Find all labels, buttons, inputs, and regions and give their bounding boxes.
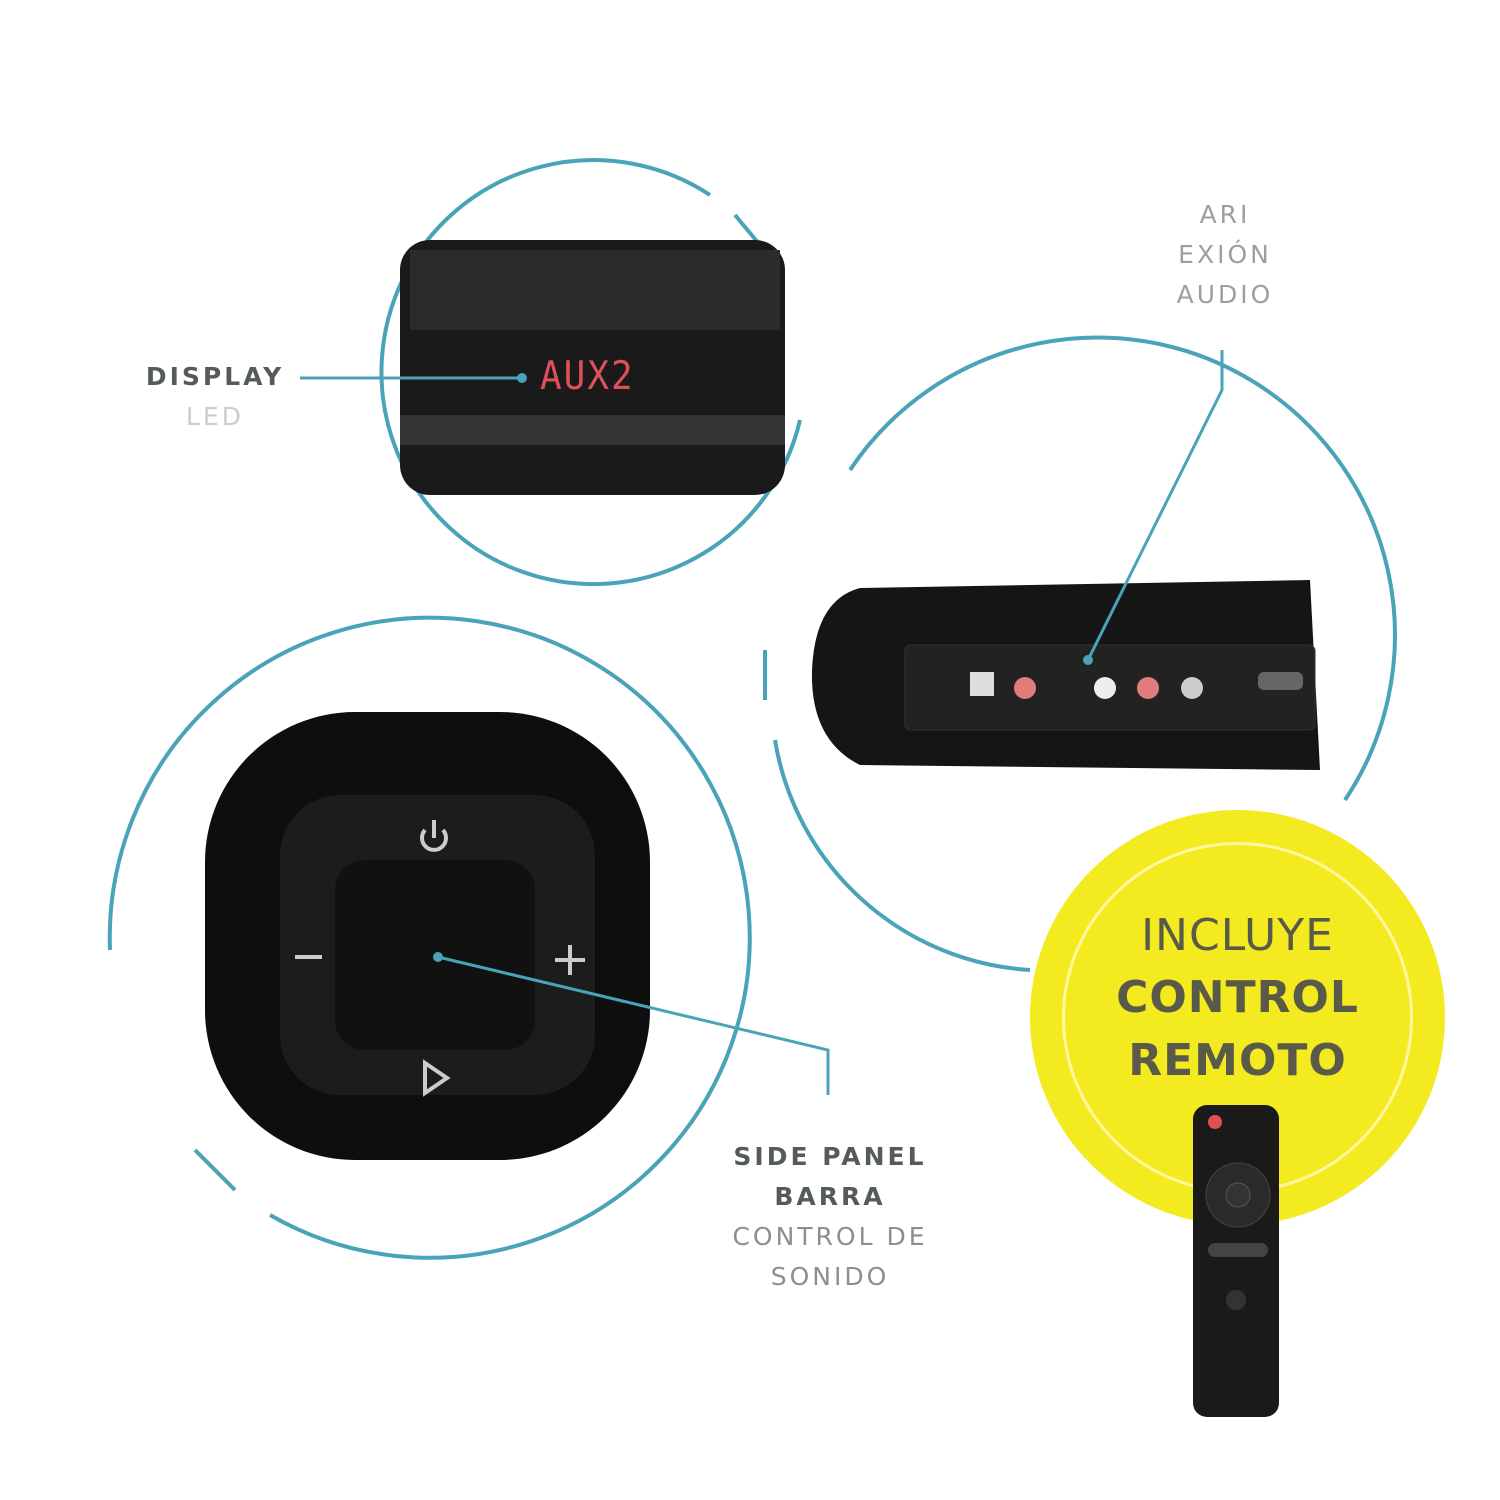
badge-line-3: REMOTO xyxy=(1128,1035,1347,1086)
side-panel-sublabel-1: CONTROL DE xyxy=(732,1222,928,1251)
power-icon xyxy=(420,828,448,852)
display-label: DISPLAY xyxy=(145,362,285,391)
soundbar-rear-photo xyxy=(811,580,1320,770)
callout-circles xyxy=(107,158,1397,1260)
badge-line-2: CONTROL xyxy=(1116,972,1359,1023)
side-panel-label-2: BARRA xyxy=(774,1182,886,1211)
connection-label-1: ARI xyxy=(1199,200,1251,229)
pointer-lines xyxy=(300,350,1224,1095)
soundbar-display-photo xyxy=(400,240,785,495)
display-readout: AUX2 xyxy=(540,353,635,400)
play-icon xyxy=(423,1059,451,1097)
side-panel-label: SIDE PANEL xyxy=(733,1142,927,1171)
side-panel-sublabel-2: SONIDO xyxy=(770,1262,890,1291)
side-panel-photo xyxy=(205,712,650,1160)
display-sublabel: LED xyxy=(186,402,244,431)
connection-label-3: AUDIO xyxy=(1176,280,1274,309)
badge-line-1: INCLUYE xyxy=(1141,910,1334,961)
connection-label-2: EXIÓN xyxy=(1178,240,1272,269)
